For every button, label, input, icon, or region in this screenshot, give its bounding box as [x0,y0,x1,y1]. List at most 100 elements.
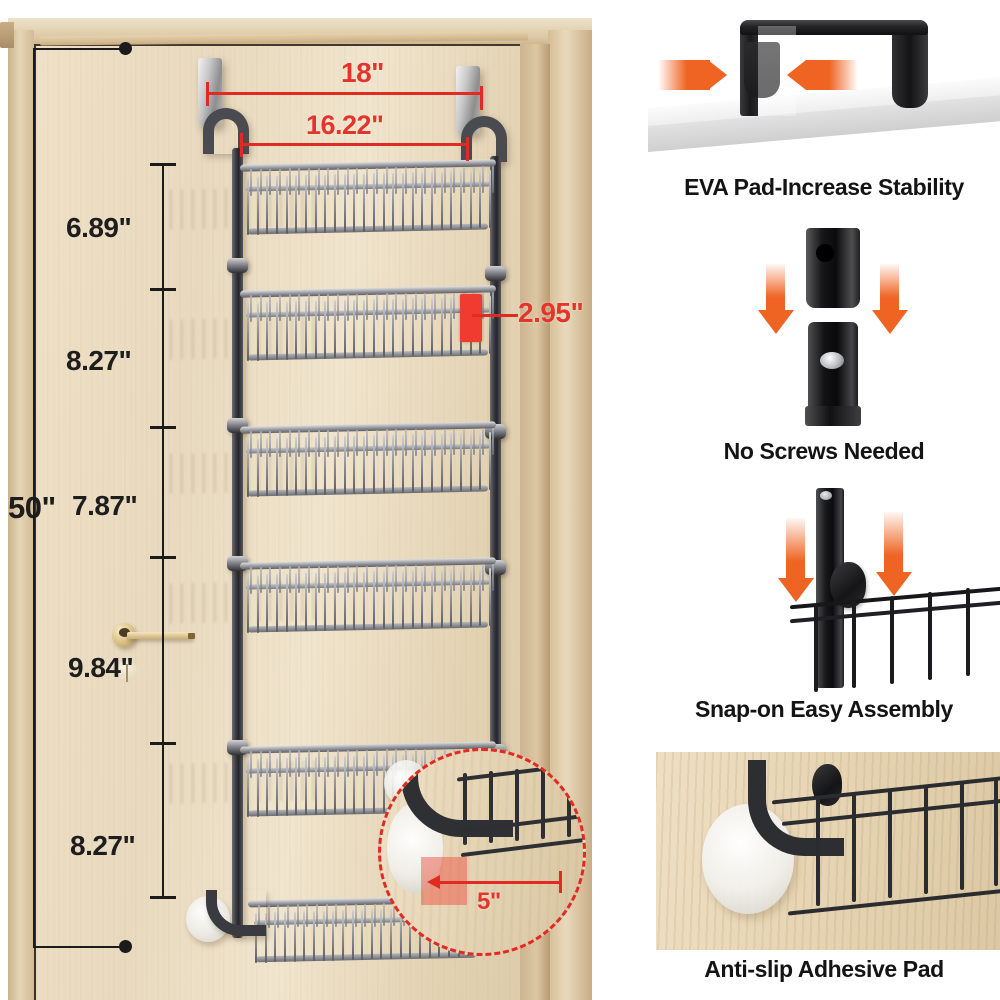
basket-wire [492,292,494,319]
basket-wire [453,292,456,320]
basket-wire [344,903,347,927]
feature-caption-no-screws: No Screws Needed [723,438,925,464]
basket-wire [382,299,385,358]
basket-wire [380,909,383,960]
basket-wire [266,302,269,361]
feature-caption-adhesive-pad: Anti-slip Adhesive Pad [704,956,944,982]
basket-wire [250,168,252,196]
basket-wire [264,912,267,963]
pole-joint [227,258,248,273]
basket-wire [414,167,417,194]
basket-wire [366,565,369,593]
basket-wire [276,574,279,632]
basket-wire [372,755,375,814]
segment-dimension-axis [162,163,164,898]
width-inner-line [240,143,468,146]
arrow-down-icon [876,572,912,596]
basket-wire [269,430,272,458]
basket-wire [363,435,366,494]
basket-wire-icon [816,798,820,906]
dimension-label-overall-height: 50" [8,490,56,525]
basket-wire [314,436,317,495]
basket-wire [370,909,373,960]
basket-wire-icon [890,596,894,684]
basket-wire [337,749,340,777]
basket-slats [240,292,496,363]
basket-wire [363,173,366,232]
basket-wire [421,570,424,629]
door-rack-diagram: 50" 6.89" 8.27" 7.87" 9.84" 8.27" 18" 16… [0,18,592,1000]
basket-wire [324,300,327,359]
arrow-down-icon [786,518,805,580]
basket-wire [354,903,357,927]
arrow-down-icon [872,310,908,334]
width-outer-cap-left [206,82,209,106]
basket-wire [324,436,327,495]
basket-wire [298,168,301,196]
basket-wire [353,435,356,494]
tube-collar-icon [805,406,861,426]
basket-wire [269,750,272,778]
basket-wire [256,302,259,361]
dimension-label-basket-depth: 2.95" [518,297,584,328]
basket-wire [332,910,335,961]
basket-wire [266,574,269,633]
feature-caption-snap-on: Snap-on Easy Assembly [695,696,953,722]
basket-wire [462,428,465,456]
basket-wire [327,566,330,593]
basket-wire [479,432,482,491]
basket-wire [296,904,299,928]
door-handle-lever [127,632,193,639]
arrow-down-icon [778,578,814,602]
basket-wire [295,757,298,816]
basket-wire [247,758,249,817]
basket-wire [482,564,485,592]
basket-wire [356,293,359,321]
basket-wire [409,908,412,959]
basket-wire [250,750,252,778]
basket-wire [450,433,453,492]
basket-wire [395,429,398,456]
basket-wire [401,172,404,231]
basket-wire [247,302,249,361]
basket-wire [433,564,436,592]
basket-wire [353,571,356,630]
basket-wire [279,750,282,778]
basket-slats [240,564,496,635]
arrow-down-icon [880,264,899,312]
callout-basket-wire [515,769,519,841]
basket-wire [317,566,320,593]
basket-wire [317,430,320,457]
basket-wire [337,167,340,195]
basket-wire [346,429,349,457]
basket-wire [421,298,424,357]
basket-wire [286,904,289,928]
arrow-down-icon [766,264,785,312]
callout-basket [457,760,583,869]
basket-wire [361,909,364,960]
basket-wire [334,436,337,495]
basket-wire [293,911,296,962]
dimension-label-hook-projection: 5" [477,888,501,915]
basket-wire [375,293,378,321]
basket-wire [259,750,262,778]
basket-wire [308,430,311,457]
basket-wire [450,297,453,356]
basket-wire-icon [928,592,932,680]
basket-wire [285,301,288,360]
door-handle-lever-tip [188,633,195,639]
basket-wire [421,434,424,493]
basket-wire [288,750,291,778]
basket-wire [356,167,359,195]
basket-wire [295,437,298,496]
basket-wire [288,430,291,458]
basket-wire [395,565,398,592]
basket-wire [283,911,286,962]
basket-wire [325,904,328,928]
basket-wire [411,172,414,231]
basket-wire [327,750,330,777]
basket-wire-icon [814,604,818,692]
basket-wire [443,564,446,592]
basket-wire [404,429,407,456]
